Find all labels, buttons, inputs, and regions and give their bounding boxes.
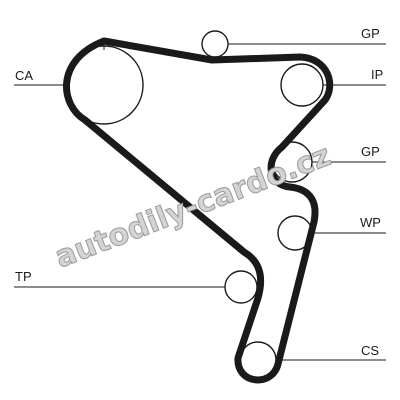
label-gp-mid: GP: [361, 144, 380, 159]
watermark: autodily-cardo.cz: [50, 138, 335, 275]
timing-belt: [63, 37, 334, 384]
labels: CA GP IP GP WP TP CS: [15, 26, 383, 358]
label-ip: IP: [371, 67, 383, 82]
pulley-gp-top: [201, 30, 229, 58]
label-cs: CS: [361, 343, 379, 358]
label-gp-top: GP: [361, 26, 380, 41]
label-ca: CA: [15, 68, 33, 83]
label-tp: TP: [15, 269, 32, 284]
pulleys: [64, 30, 324, 379]
label-wp: WP: [360, 215, 381, 230]
pulley-ip: [280, 63, 324, 107]
pulley-tp: [224, 270, 258, 304]
